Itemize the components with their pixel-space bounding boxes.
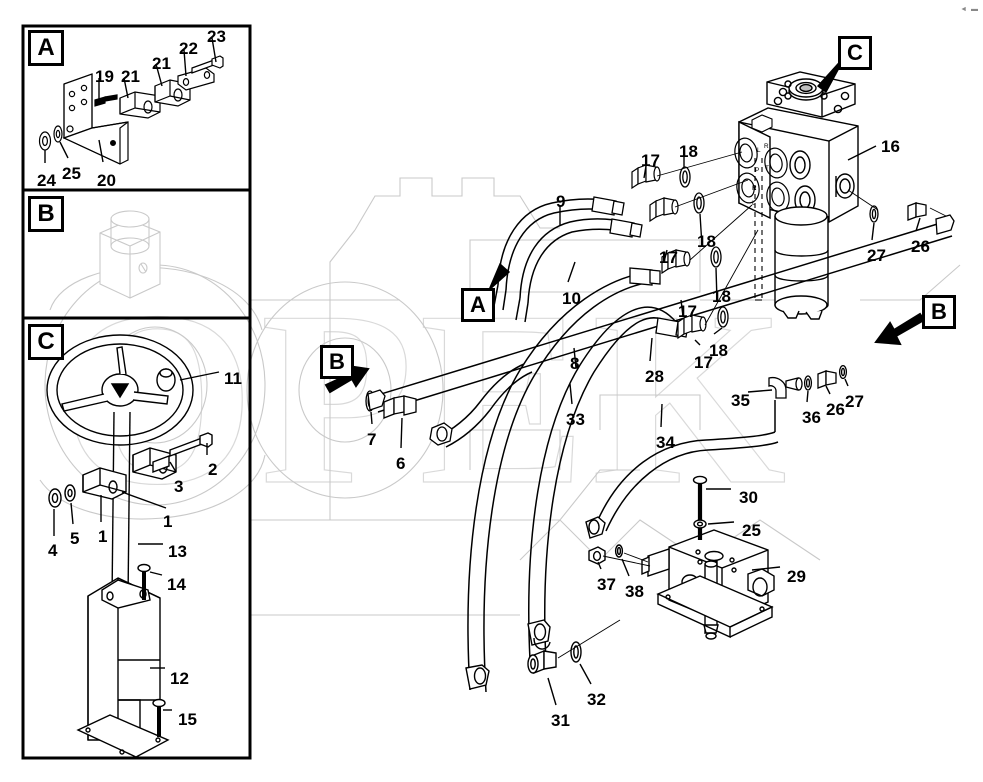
callout-number: 18 xyxy=(679,142,698,161)
hose-end-fittings xyxy=(365,151,955,446)
callout-number: 12 xyxy=(170,669,189,688)
callout-number: 19 xyxy=(95,67,114,86)
panel-c-drawing xyxy=(46,334,220,758)
callout-number: 28 xyxy=(645,367,664,386)
bottom-hose-ends xyxy=(465,619,621,690)
ghost-machine-outline xyxy=(250,177,961,616)
panel-tag-c: C xyxy=(28,324,64,360)
callout-number: 13 xyxy=(168,542,187,561)
callout-number: 35 xyxy=(731,391,750,410)
callout-number: 1 xyxy=(98,527,108,546)
callout-number: 2 xyxy=(208,460,218,479)
callout-number: 8 xyxy=(570,354,580,373)
section-arrows xyxy=(324,312,926,394)
callout-number: 25 xyxy=(742,521,761,540)
callout-number: 21 xyxy=(121,67,140,86)
svg-text:R: R xyxy=(764,143,769,150)
callout-number: 25 xyxy=(62,164,81,183)
callout-number: 38 xyxy=(625,582,644,601)
callout-number: 6 xyxy=(396,454,406,473)
callout-leaders xyxy=(370,145,921,706)
callout-number: 37 xyxy=(597,575,616,594)
callout-number: 33 xyxy=(566,410,585,429)
callout-number: 10 xyxy=(562,289,581,308)
callout-number: 15 xyxy=(178,710,197,729)
panel-a-drawing xyxy=(38,37,224,165)
oring-18-group xyxy=(679,166,729,328)
callout-number: 17 xyxy=(694,353,713,372)
callout-number: 7 xyxy=(367,430,377,449)
panel-frame-lines xyxy=(21,24,252,760)
callout-number: 17 xyxy=(678,302,697,321)
callout-number: 26 xyxy=(826,400,845,419)
callout-number: 32 xyxy=(587,690,606,709)
callout-number: 1 xyxy=(163,512,173,531)
section-marker-b-left: B xyxy=(320,345,354,379)
panel-b-drawing xyxy=(99,210,161,299)
callout-number: 22 xyxy=(179,39,198,58)
callout-number: 17 xyxy=(659,248,678,267)
callout-number: 14 xyxy=(167,575,186,594)
callout-number: 31 xyxy=(551,711,570,730)
callout-number: 17 xyxy=(641,151,660,170)
svg-text:L: L xyxy=(757,147,761,154)
svg-text:T: T xyxy=(765,165,769,172)
callout-number: 9 xyxy=(556,192,566,211)
callout-number: 18 xyxy=(712,287,731,306)
svg-text:P: P xyxy=(755,167,759,174)
callout-number: 36 xyxy=(802,408,821,427)
callout-number: 11 xyxy=(224,369,242,388)
section-marker-c: C xyxy=(838,36,872,70)
callout-number: 4 xyxy=(48,541,58,560)
callout-number: 23 xyxy=(207,27,226,46)
panel-tag-b: B xyxy=(28,196,64,232)
callout-number: 24 xyxy=(37,171,56,190)
callout-number: 18 xyxy=(697,232,716,251)
section-marker-b-right: B xyxy=(922,295,956,329)
callout-number: 34 xyxy=(656,433,675,452)
corner-mark: ◄ ▬ xyxy=(960,6,979,13)
priority-valve-29 xyxy=(585,475,775,640)
callout-number: 26 xyxy=(911,237,930,256)
callout-number: 29 xyxy=(787,567,806,586)
callout-number: 16 xyxy=(881,137,900,156)
callout-number: 27 xyxy=(845,392,864,411)
callout-number: 30 xyxy=(739,488,758,507)
callout-number: 27 xyxy=(867,246,886,265)
callout-number: 20 xyxy=(97,171,116,190)
section-marker-a: A xyxy=(461,288,495,322)
callout-number: 5 xyxy=(70,529,80,548)
callout-number: 18 xyxy=(709,341,728,360)
svg-text:L: L xyxy=(752,200,756,207)
callout-number: 3 xyxy=(174,477,184,496)
callout-number: 21 xyxy=(152,54,171,73)
panel-tag-a: A xyxy=(28,30,64,66)
